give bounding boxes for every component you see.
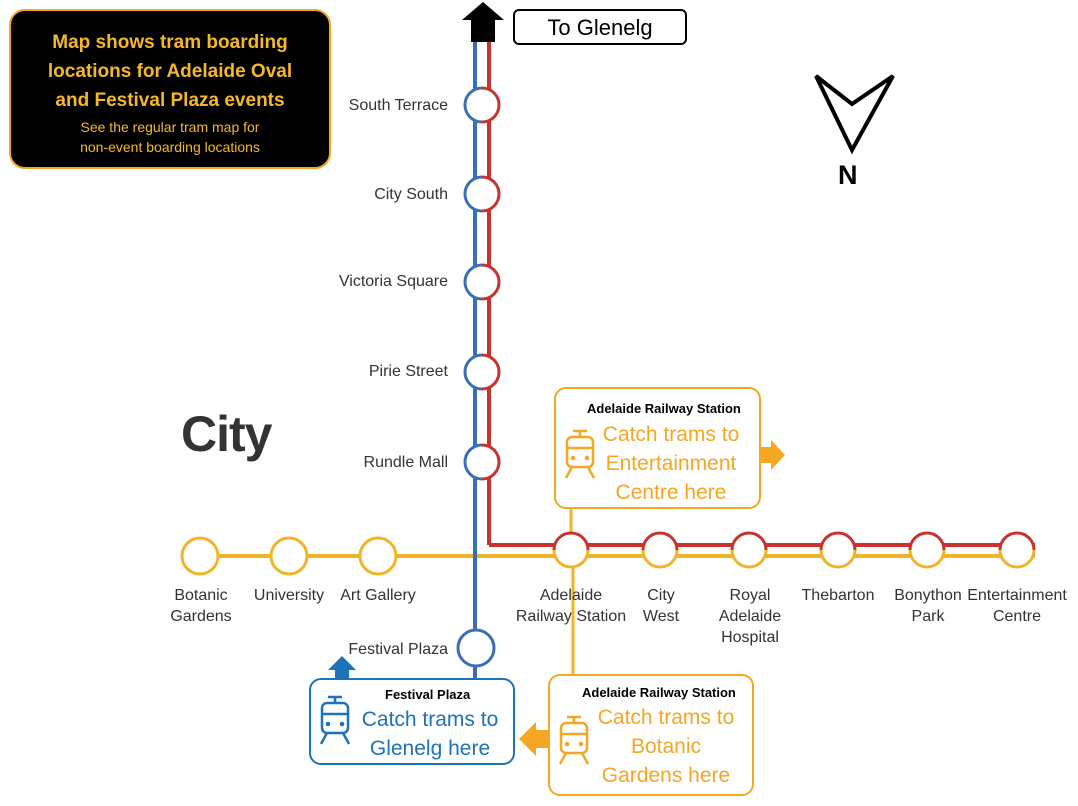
compass-north-label: N xyxy=(838,160,858,190)
station-label-pirie-street: Pirie Street xyxy=(368,363,448,380)
station-label-bonython-line1: Bonython xyxy=(894,587,962,604)
to-glenelg-sign: To Glenelg xyxy=(513,9,687,45)
callout-botanic-heading: Adelaide Railway Station xyxy=(582,685,736,700)
info-sub-line2: non-event boarding locations xyxy=(80,139,260,155)
station-label-bonython-park: Bonython Park xyxy=(894,585,962,627)
station-label-ars-line1: Adelaide xyxy=(539,587,603,604)
info-title-line3: and Festival Plaza events xyxy=(55,90,285,111)
station-node-university xyxy=(269,536,309,576)
station-label-botanic-gardens: Botanic Gardens xyxy=(170,585,231,627)
callout-entertainment-heading: Adelaide Railway Station xyxy=(587,401,741,416)
station-label-city-west-line2: West xyxy=(642,608,680,625)
info-title-line1: Map shows tram boarding xyxy=(52,32,288,53)
station-label-south-terrace: South Terrace xyxy=(348,97,448,114)
callout-glenelg-line1: Catch trams to xyxy=(361,708,499,731)
station-label-adelaide-railway-station: Adelaide Railway Station xyxy=(516,585,626,627)
station-node-thebarton xyxy=(819,531,857,569)
station-label-thebarton: Thebarton xyxy=(802,585,875,606)
station-label-botanic-line1: Botanic xyxy=(174,587,228,604)
station-label-rah-line2: Adelaide xyxy=(718,608,782,625)
station-label-thebarton-line1: Thebarton xyxy=(801,587,875,604)
info-title-line2: locations for Adelaide Oval xyxy=(47,61,293,82)
station-label-ent-line1: Entertainment xyxy=(967,587,1067,604)
station-label-ars-line2: Railway Station xyxy=(515,608,627,625)
station-label-city-west: City West xyxy=(643,585,679,627)
station-label-rah-line1: Royal xyxy=(729,587,771,604)
callout-entertainment-line2: Entertainment xyxy=(605,452,737,475)
left-arrow-icon xyxy=(519,722,552,756)
callout-entertainment-line1: Catch trams to xyxy=(602,423,740,446)
station-node-festival-plaza xyxy=(456,628,496,668)
tram-icon xyxy=(558,715,590,765)
station-node-victoria-square xyxy=(463,263,501,301)
station-label-university: University xyxy=(254,585,324,606)
station-node-city-west xyxy=(641,531,679,569)
station-node-botanic-gardens xyxy=(180,536,220,576)
station-label-royal-adelaide-hospital: Royal Adelaide Hospital xyxy=(719,585,781,648)
station-node-city-south xyxy=(463,175,501,213)
area-label-city: City xyxy=(181,406,272,462)
info-sub-line1: See the regular tram map for xyxy=(80,119,260,135)
station-label-art-gallery-line1: Art Gallery xyxy=(340,587,416,604)
callout-glenelg-heading: Festival Plaza xyxy=(385,687,471,702)
station-node-pirie-street xyxy=(463,353,501,391)
callout-glenelg-line2: Glenelg here xyxy=(369,737,491,760)
station-label-ent-line2: Centre xyxy=(992,608,1042,625)
station-node-bonython-park xyxy=(908,531,946,569)
up-arrow-icon xyxy=(462,2,504,42)
station-node-south-terrace xyxy=(463,86,501,124)
callout-botanic-line3: Gardens here xyxy=(601,764,731,787)
callout-botanic-text: Catch trams to Botanic Gardens here xyxy=(592,703,740,790)
station-label-entertainment-centre: Entertainment Centre xyxy=(967,585,1067,627)
event-info-box: Map shows tram boarding locations for Ad… xyxy=(9,9,331,169)
right-arrow-icon xyxy=(755,440,785,470)
callout-entertainment-text: Catch trams to Entertainment Centre here xyxy=(597,420,745,507)
station-label-bonython-line2: Park xyxy=(911,608,945,625)
tram-icon xyxy=(564,429,596,479)
station-label-city-south: City South xyxy=(374,186,448,203)
station-node-adelaide-railway-station xyxy=(552,531,590,569)
callout-glenelg: Festival Plaza Catch trams to Glenelg he… xyxy=(309,678,515,765)
station-label-botanic-line2: Gardens xyxy=(170,608,232,625)
station-label-victoria-square: Victoria Square xyxy=(338,273,448,290)
station-label-university-line1: University xyxy=(253,587,325,604)
station-node-rundle-mall xyxy=(463,443,501,481)
callout-entertainment-line3: Centre here xyxy=(615,481,727,504)
callout-botanic-line1: Catch trams to xyxy=(597,706,735,729)
station-label-rah-line3: Hospital xyxy=(721,629,779,646)
station-label-festival-plaza: Festival Plaza xyxy=(348,641,448,658)
station-label-city-west-line1: City xyxy=(647,587,675,604)
callout-entertainment-centre: Adelaide Railway Station Catch trams to … xyxy=(554,387,761,509)
station-label-rundle-mall: Rundle Mall xyxy=(363,454,448,471)
callout-botanic-line2: Botanic xyxy=(630,735,702,758)
callout-glenelg-text: Catch trams to Glenelg here xyxy=(355,705,505,763)
station-node-art-gallery xyxy=(358,536,398,576)
station-label-art-gallery: Art Gallery xyxy=(340,585,416,606)
east-station-nodes xyxy=(552,531,1036,569)
tram-icon xyxy=(319,695,351,745)
north-arrow-icon xyxy=(814,74,895,155)
station-node-entertainment-centre xyxy=(998,531,1036,569)
station-node-royal-adelaide-hospital xyxy=(730,531,768,569)
vertical-station-nodes xyxy=(463,86,501,481)
callout-botanic-gardens: Adelaide Railway Station Catch trams to … xyxy=(548,674,754,796)
